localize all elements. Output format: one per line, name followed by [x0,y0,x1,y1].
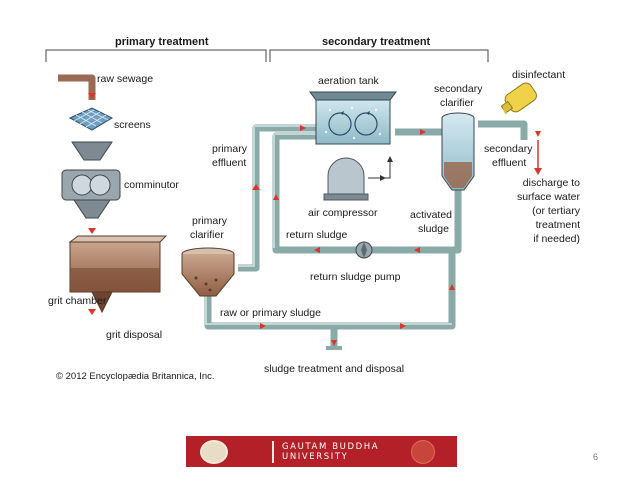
grit-chamber-label: grit chamber [48,295,107,307]
primary-effluent-pipe [238,124,316,272]
activated-sludge-label-2: sludge [418,223,449,235]
secondary-effluent-pipe [478,120,528,140]
primary-clarifier-label-1: primary [192,215,228,227]
comminutor-label: comminutor [124,179,179,191]
university-name-line2: UNIVERSITY [282,451,349,462]
svg-text:if needed): if needed) [533,233,580,245]
sludge-treatment-label: sludge treatment and disposal [264,363,404,375]
hopper-icon [71,141,113,161]
grit-disposal-label: grit disposal [106,329,162,341]
university-name: GAUTAM BUDDHA UNIVERSITY [282,442,379,462]
air-compressor-label: air compressor [308,207,378,219]
aeration-tank-icon [309,91,397,145]
grit-chamber-icon [68,235,168,314]
primary-effluent-label-2: effluent [212,157,246,169]
screens-icon [68,107,114,131]
activated-sludge-label-1: activated [410,209,452,221]
secondary-clarifier-label-2: clarifier [440,97,474,109]
university-name-line1: GAUTAM BUDDHA [282,441,380,452]
secondary-treatment-header: secondary treatment [269,36,489,62]
university-logo-banner: GAUTAM BUDDHA UNIVERSITY [186,436,457,467]
return-sludge-pump-icon [355,241,373,259]
pipe-highlights [205,125,452,325]
return-sludge-pump-label: return sludge pump [310,271,401,283]
disinfectant-bottle-icon [500,82,537,115]
disinfectant-label: disinfectant [512,69,565,81]
page-number: 6 [593,452,599,462]
primary-clarifier-icon [181,247,235,297]
discharge-arrow-head [534,168,542,175]
secondary-effluent-label-1: secondary [484,143,533,155]
primary-treatment-header: primary treatment [45,36,267,62]
air-compressor-icon [323,156,393,201]
primary-treatment-label: primary treatment [115,36,209,48]
raw-sewage-pipe [58,74,96,100]
secondary-clarifier-icon [441,112,475,191]
svg-text:treatment: treatment [536,219,580,231]
raw-primary-sludge-label: raw or primary sludge [220,307,321,319]
svg-text:discharge to: discharge to [523,177,580,189]
aeration-tank-label: aeration tank [318,75,379,87]
return-sludge-label: return sludge [286,229,347,241]
comminutor-icon [61,169,121,219]
secondary-treatment-label: secondary treatment [322,36,431,48]
secondary-effluent-label-2: effluent [492,157,526,169]
svg-text:(or tertiary: (or tertiary [532,205,581,217]
primary-clarifier-label-2: clarifier [190,229,224,241]
university-emblem-icon [411,440,435,464]
primary-effluent-label-1: primary [212,143,248,155]
discharge-label: discharge to surface water (or tertiary … [517,177,581,245]
screens-label: screens [114,119,151,131]
logo-divider [272,440,274,463]
sludge-outlet [326,346,342,350]
secondary-clarifier-label-1: secondary [434,83,483,95]
raw-sewage-label: raw sewage [97,73,153,85]
svg-text:surface water: surface water [517,191,581,203]
university-seal-icon [200,439,228,464]
return-sludge-pipe [272,132,462,254]
copyright-text: © 2012 Encyclopædia Britannica, Inc. [56,371,215,382]
